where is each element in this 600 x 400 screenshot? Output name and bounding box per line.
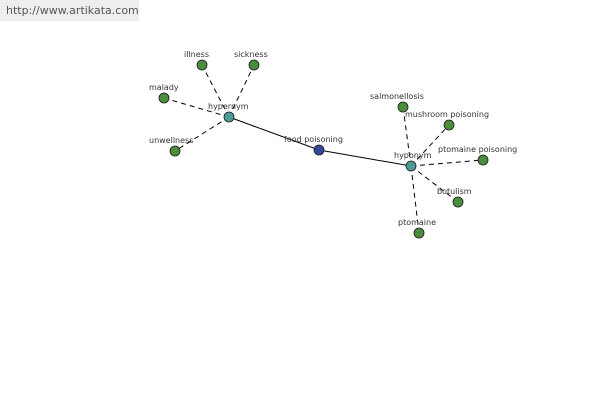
node-unwellness[interactable] bbox=[169, 145, 181, 157]
edge-hypernym-malady bbox=[163, 97, 230, 118]
label-hypernym: hypernym bbox=[208, 102, 249, 111]
node-salmonellosis[interactable] bbox=[397, 101, 409, 113]
label-malady: malady bbox=[149, 83, 179, 92]
node-hyponym[interactable] bbox=[405, 160, 417, 172]
edge-hyponym-botulism bbox=[410, 165, 459, 203]
node-botulism[interactable] bbox=[452, 196, 464, 208]
edge-hypernym-unwellness bbox=[174, 116, 230, 152]
label-salmonellosis: salmonellosis bbox=[370, 92, 424, 101]
edge-hyponym-mushroom-poisoning bbox=[410, 124, 450, 167]
node-mushroom-poisoning[interactable] bbox=[443, 119, 455, 131]
node-hypernym[interactable] bbox=[223, 111, 235, 123]
label-ptomaine: ptomaine bbox=[398, 218, 436, 227]
edge-hypernym-sickness bbox=[228, 64, 255, 118]
node-food-poisoning[interactable] bbox=[313, 144, 325, 156]
edge-hyponym-ptomaine-poisoning bbox=[410, 159, 484, 167]
edge-hyponym-salmonellosis bbox=[402, 106, 412, 167]
edge-food-poisoning-hypernym bbox=[228, 116, 320, 151]
label-mushroom-poisoning: mushroom poisoning bbox=[405, 110, 489, 119]
label-food-poisoning: food poisoning bbox=[284, 135, 343, 144]
label-sickness: sickness bbox=[234, 50, 268, 59]
node-ptomaine-poisoning[interactable] bbox=[477, 154, 489, 166]
node-sickness[interactable] bbox=[248, 59, 260, 71]
label-ptomaine-poisoning: ptomaine poisoning bbox=[438, 145, 517, 154]
label-hyponym: hyponym bbox=[394, 151, 432, 160]
label-botulism: botulism bbox=[437, 187, 472, 196]
edge-food-poisoning-hyponym bbox=[318, 149, 412, 167]
label-illness: illness bbox=[184, 50, 209, 59]
edge-hyponym-ptomaine bbox=[410, 165, 420, 234]
node-ptomaine[interactable] bbox=[413, 227, 425, 239]
node-malady[interactable] bbox=[158, 92, 170, 104]
label-unwellness: unwellness bbox=[149, 136, 193, 145]
url-link[interactable]: http://www.artikata.com bbox=[0, 0, 139, 21]
edge-hypernym-illness bbox=[201, 64, 230, 118]
node-illness[interactable] bbox=[196, 59, 208, 71]
